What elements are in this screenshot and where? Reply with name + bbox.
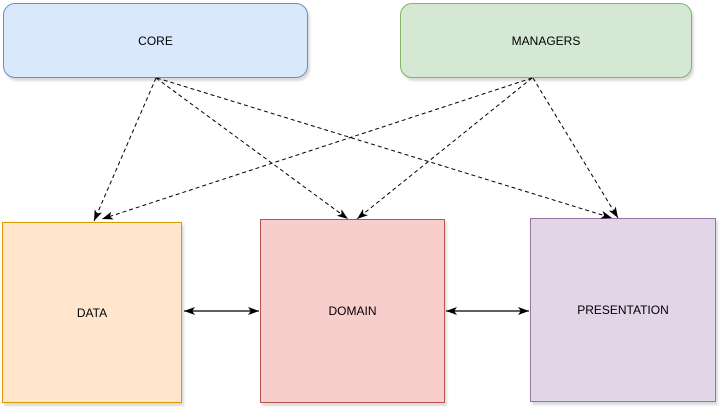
node-managers-label: MANAGERS (511, 33, 581, 48)
edge-core-domain[interactable] (155, 77, 349, 220)
node-domain[interactable]: DOMAIN (260, 219, 445, 403)
node-data[interactable]: DATA (2, 222, 182, 403)
node-core-label: CORE (138, 33, 173, 48)
node-managers[interactable]: MANAGERS (400, 3, 692, 78)
node-presentation-label: PRESENTATION (577, 303, 669, 317)
node-core[interactable]: CORE (3, 3, 308, 78)
node-data-label: DATA (76, 305, 108, 320)
edge-managers-presentation[interactable] (532, 77, 619, 219)
edge-core-data[interactable] (93, 77, 157, 222)
edge-managers-data[interactable] (101, 77, 533, 220)
edge-managers-domain[interactable] (356, 77, 533, 220)
node-presentation[interactable]: PRESENTATION (530, 218, 716, 402)
node-domain-label: DOMAIN (328, 304, 377, 318)
edge-core-presentation[interactable] (156, 77, 613, 219)
